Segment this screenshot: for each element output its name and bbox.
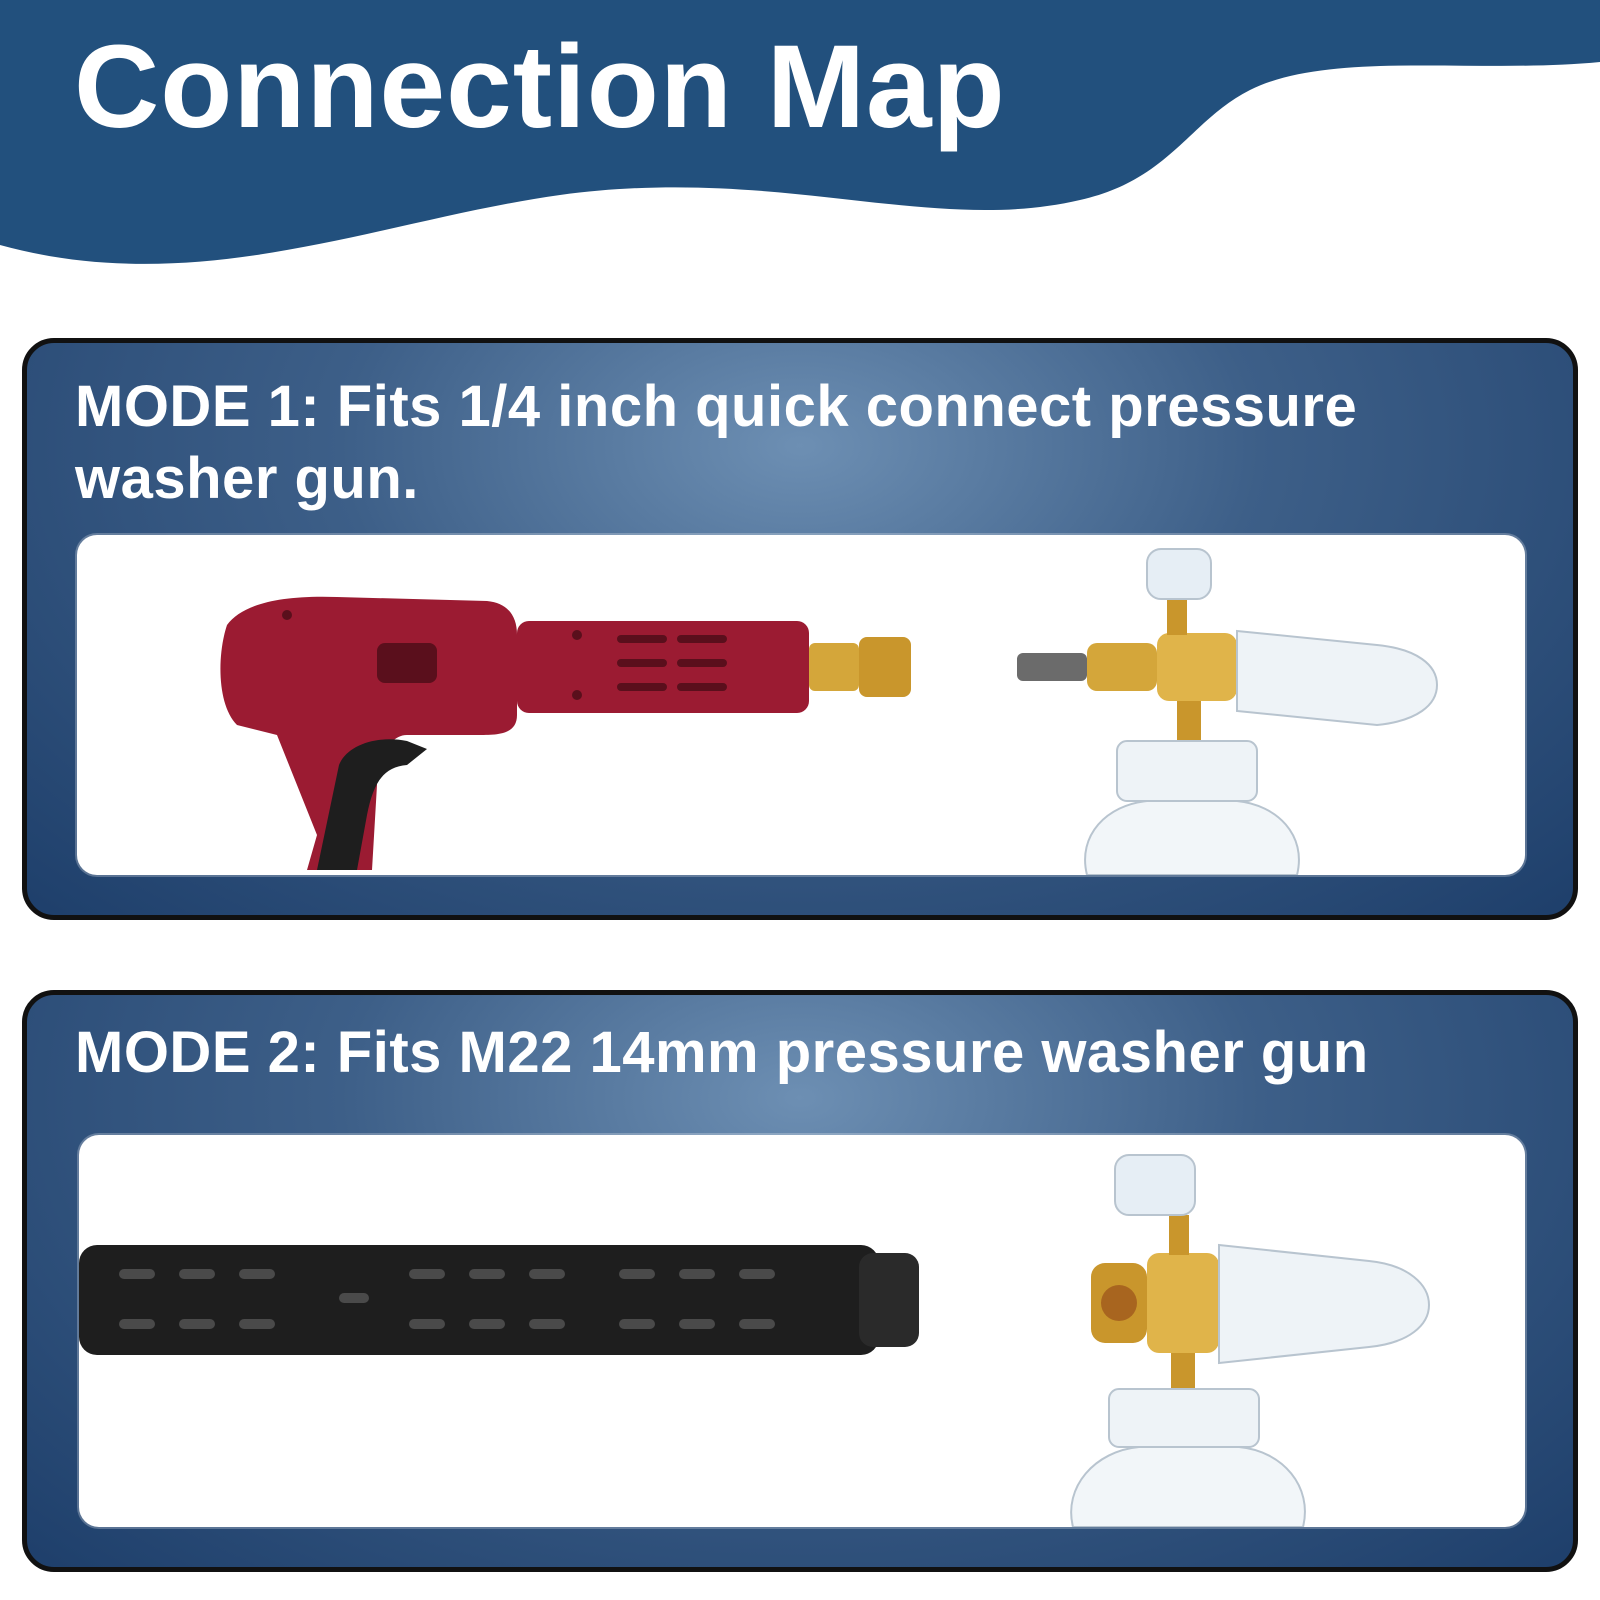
header-banner [0, 0, 1600, 264]
mode-2-panel: MODE 2: Fits M22 14mm pressure washer gu… [22, 990, 1578, 1572]
black-pressure-washer-wand-icon [79, 1245, 919, 1355]
mode-1-panel: MODE 1: Fits 1/4 inch quick connect pres… [22, 338, 1578, 920]
mode-2-caption: MODE 2: Fits M22 14mm pressure washer gu… [75, 1020, 1369, 1085]
page-title: Connection Map [74, 21, 1006, 153]
foam-cannon-m22-thread-icon [1070, 1154, 1431, 1527]
foam-cannon-quick-connect-plug-icon [1017, 548, 1439, 875]
mode-1-caption: MODE 1: Fits 1/4 inch quick connect pres… [75, 374, 1358, 511]
mode-1-photo [77, 535, 1525, 875]
mode-2-photo [79, 1135, 1525, 1527]
red-pressure-washer-gun-icon [220, 596, 911, 870]
mode-2-illustration [79, 1154, 1431, 1527]
mode-1-illustration [220, 548, 1439, 875]
